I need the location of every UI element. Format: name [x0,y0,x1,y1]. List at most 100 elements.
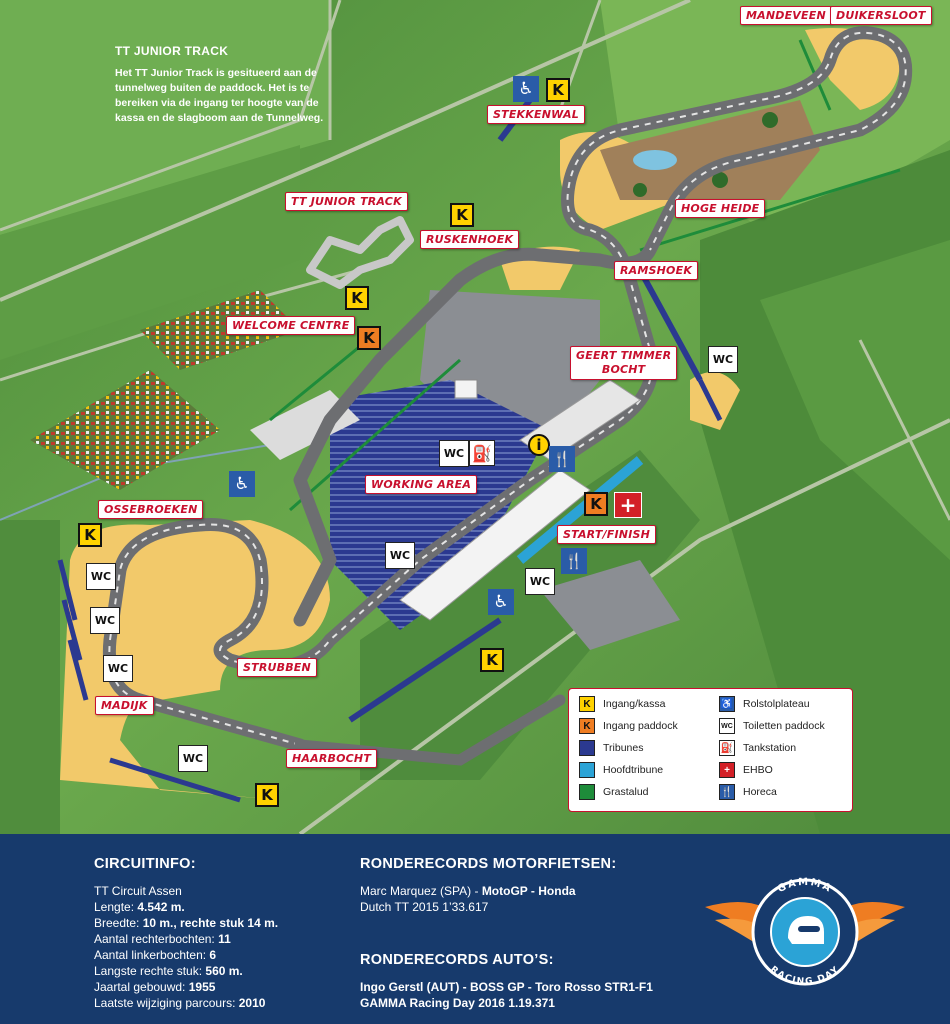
entrance-k-ruskenhoek: K [450,203,474,227]
junior-track-info: TT JUNIOR TRACK Het TT Junior Track is g… [115,44,335,126]
wc-icon: WC [439,440,469,467]
wc-icon: WC [103,655,133,682]
label-start-finish: START/FINISH [557,525,657,544]
circuitinfo-row: Lengte: 4.542 m. [94,900,185,914]
tribunes-swatch [579,740,595,756]
records-moto-rider: Marc Marquez (SPA) - [360,884,482,898]
wheelchair-icon: ♿ [719,696,735,712]
legend-item-label: Rolstolplateau [743,698,810,710]
fuel-icon: ⛽ [719,740,735,756]
circuitinfo-value: 6 [209,948,217,962]
circuitinfo-label: Langste rechte stuk: [94,964,206,978]
legend-item: Tribunes [579,739,643,757]
label-ossebroeken: OSSEBROEKEN [98,500,204,519]
label-haarbocht: HAARBOCHT [286,749,378,768]
label-tt-junior-track: TT JUNIOR TRACK [285,192,408,211]
k-orange-icon: K [579,718,595,734]
circuitinfo-label: Breedte: [94,916,143,930]
label-ruskenhoek: RUSKENHOEK [420,230,520,249]
wheelchair-icon: ♿ [229,471,255,497]
legend-item-label: Ingang/kassa [603,698,666,710]
legend-item: K Ingang paddock [579,717,678,735]
records-auto-title: RONDERECORDS AUTO’S: [360,952,554,968]
paddock-k-welcome: K [357,326,381,350]
food-icon: 🍴 [561,548,587,574]
circuitinfo-row: Aantal linkerbochten: 6 [94,948,216,962]
circuitinfo-label: Lengte: [94,900,138,914]
legend-item-label: Ingang paddock [603,720,678,732]
entrance-k-ossebroeken: K [78,523,102,547]
circuitinfo-label: Jaartal gebouwd: [94,980,189,994]
k-yellow-icon: K [579,696,595,712]
wc-icon: WC [178,745,208,772]
first-aid-icon: + [719,762,735,778]
circuitinfo-row: Jaartal gebouwd: 1955 [94,980,215,994]
circuitinfo-value: 11 [218,932,231,946]
entrance-k-haarbocht: K [255,783,279,807]
food-icon: 🍴 [549,446,575,472]
label-stekkenwal: STEKKENWAL [487,105,585,124]
info-icon: i [528,434,550,456]
wc-icon: WC [708,346,738,373]
circuitinfo-value: 10 m., rechte stuk 14 m. [142,916,279,930]
legend-item-label: Toiletten paddock [743,720,825,732]
label-geert-timmer-bocht: GEERT TIMMER BOCHT [570,346,678,380]
label-strubben: STRUBBEN [237,658,317,677]
records-moto-title: RONDERECORDS MOTORFIETSEN: [360,856,617,872]
circuit-name: TT Circuit Assen [94,884,182,898]
label-mandeveen: MANDEVEEN [740,6,832,25]
records-moto-line1: Marc Marquez (SPA) - MotoGP - Honda [360,884,576,898]
wc-icon: WC [525,568,555,595]
junior-track-heading: TT JUNIOR TRACK [115,44,229,58]
wc-icon: WC [90,607,120,634]
circuitinfo-label: Laatste wijziging parcours: [94,996,239,1010]
label-hoge-heide: HOGE HEIDE [675,199,766,218]
circuitinfo-row: Breedte: 10 m., rechte stuk 14 m. [94,916,278,930]
circuitinfo-title: CIRCUITINFO: [94,856,196,872]
entrance-k-stekkenwal: K [546,78,570,102]
legend-item: ⛽ Tankstation [719,739,796,757]
records-moto-line2: Dutch TT 2015 1’33.617 [360,900,489,914]
label-duikersloot: DUIKERSLOOT [830,6,932,25]
hoofdtribune-swatch [579,762,595,778]
entrance-k-welcome: K [345,286,369,310]
legend-item: 🍴Horeca [719,783,777,801]
circuitinfo-label: Aantal linkerbochten: [94,948,210,962]
circuit-map: TT JUNIOR TRACK Het TT Junior Track is g… [0,0,950,836]
circuitinfo-row: Laatste wijziging parcours: 2010 [94,996,265,1010]
records-auto-line1: Ingo Gerstl (AUT) - BOSS GP - Toro Rosso… [360,980,653,994]
circuitinfo-value: 4.542 m. [137,900,185,914]
circuitinfo-row: Aantal rechterbochten: 11 [94,932,231,946]
records-auto-line2: GAMMA Racing Day 2016 1.19.371 [360,996,555,1010]
wheelchair-icon: ♿ [488,589,514,615]
circuitinfo-value: 560 m. [205,964,243,978]
entrance-k-south: K [480,648,504,672]
legend-item: + EHBO [719,761,773,779]
paddock-k-start: K [584,492,608,516]
legend-item-label: Grastalud [603,786,649,798]
label-ramshoek: RAMSHOEK [614,261,699,280]
label-geert-timmer-line2: BOCHT [601,363,646,376]
legend-item-label: Tribunes [603,742,644,754]
legend-item-label: EHBO [743,764,773,776]
circuitinfo-label: Aantal rechterbochten: [94,932,219,946]
legend-item: ♿ Rolstolplateau [719,695,810,713]
label-working-area: WORKING AREA [365,475,478,494]
grastalud-swatch [579,784,595,800]
circuitinfo-value: 2010 [238,996,266,1010]
circuitinfo-row: Langste rechte stuk: 560 m. [94,964,243,978]
circuitinfo-value: 1955 [188,980,216,994]
footer-info-panel: CIRCUITINFO: TT Circuit Assen Lengte: 4.… [0,834,950,1024]
label-geert-timmer-line1: GEERT TIMMER [576,349,672,362]
legend-item-label: Hoofdtribune [603,764,664,776]
label-madijk: MADIJK [95,696,154,715]
label-welcome-centre: WELCOME CENTRE [226,316,356,335]
legend-item: Hoofdtribune [579,761,663,779]
legend-item-label: Horeca [743,786,777,798]
legend-item-label: Tankstation [743,742,797,754]
wc-icon: WC [86,563,116,590]
wheelchair-icon: ♿ [513,76,539,102]
fuel-icon: ⛽ [469,440,495,466]
